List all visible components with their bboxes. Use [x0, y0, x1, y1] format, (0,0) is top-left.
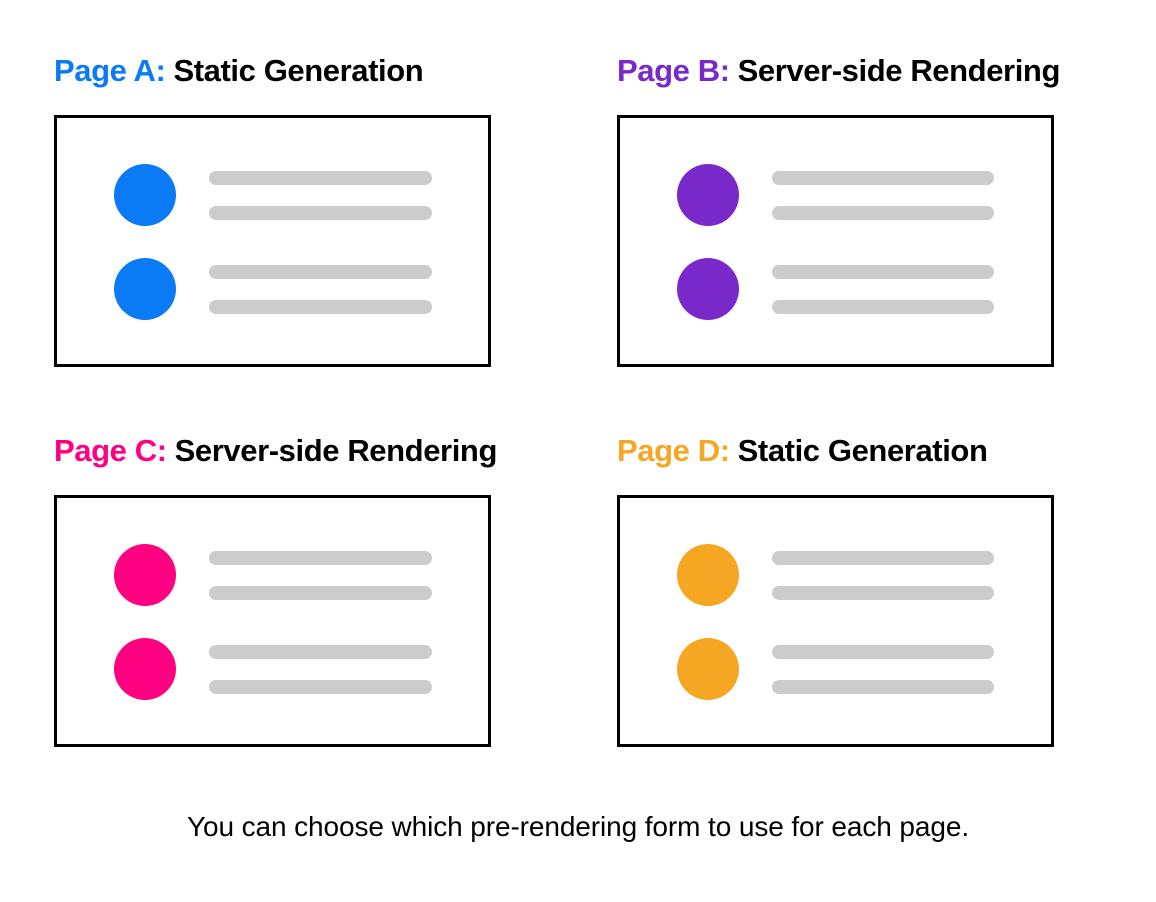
placeholder-bar [209, 205, 432, 220]
placeholder-bar [209, 170, 432, 185]
page-title-c: Server-side Rendering [174, 433, 498, 468]
page-mockup-d [617, 495, 1054, 747]
placeholder-lines [209, 644, 432, 694]
mockup-row [677, 638, 1051, 700]
placeholder-bar [772, 585, 994, 600]
placeholder-lines [772, 550, 994, 600]
placeholder-bar [209, 550, 432, 565]
mockup-row [114, 638, 488, 700]
placeholder-bar [772, 550, 994, 565]
page-label-a: Page A: [54, 53, 166, 88]
page-card-cell-a: Page A: Static Generation [54, 54, 491, 434]
avatar-circle [677, 258, 739, 320]
page-title-a: Static Generation [173, 53, 424, 88]
placeholder-bar [772, 679, 994, 694]
mockup-row [114, 258, 488, 320]
mockup-row [114, 544, 488, 606]
avatar-circle [114, 258, 176, 320]
placeholder-lines [209, 264, 432, 314]
avatar-circle [677, 164, 739, 226]
page-card-cell-b: Page B: Server-side Rendering [617, 53, 1060, 434]
diagram-caption: You can choose which pre-rendering form … [186, 811, 970, 842]
page-mockup-c [54, 495, 491, 747]
page-heading-d: Page D: Static Generation [617, 434, 1054, 467]
placeholder-lines [209, 550, 432, 600]
page-card-cell-d: Page D: Static Generation [617, 434, 1054, 814]
avatar-circle [114, 544, 176, 606]
page-card-cell-c: Page C: Server-side Rendering [54, 433, 497, 814]
placeholder-bar [209, 585, 432, 600]
page-cards-grid: Page A: Static Generation [54, 53, 1060, 814]
avatar-circle [114, 164, 176, 226]
page-mockup-b [617, 115, 1054, 367]
placeholder-bar [209, 644, 432, 659]
placeholder-lines [772, 170, 994, 220]
avatar-circle [677, 638, 739, 700]
mockup-row [677, 258, 1051, 320]
avatar-circle [677, 544, 739, 606]
placeholder-bar [772, 299, 994, 314]
page-mockup-a [54, 115, 491, 367]
placeholder-lines [772, 644, 994, 694]
mockup-row [677, 544, 1051, 606]
page-label-c: Page C: [54, 433, 167, 468]
page-label-b: Page B: [617, 53, 730, 88]
placeholder-bar [209, 264, 432, 279]
page-heading-b: Page B: Server-side Rendering [617, 53, 1060, 88]
page-heading-c: Page C: Server-side Rendering [54, 433, 497, 468]
placeholder-lines [209, 170, 432, 220]
placeholder-bar [772, 264, 994, 279]
placeholder-bar [209, 679, 432, 694]
placeholder-lines [772, 264, 994, 314]
page-heading-a: Page A: Static Generation [54, 54, 491, 87]
mockup-row [114, 164, 488, 226]
page-title-d: Static Generation [737, 433, 988, 468]
placeholder-bar [772, 170, 994, 185]
mockup-row [677, 164, 1051, 226]
placeholder-bar [772, 205, 994, 220]
avatar-circle [114, 638, 176, 700]
placeholder-bar [772, 644, 994, 659]
placeholder-bar [209, 299, 432, 314]
page-label-d: Page D: [617, 433, 730, 468]
page-title-b: Server-side Rendering [737, 53, 1061, 88]
